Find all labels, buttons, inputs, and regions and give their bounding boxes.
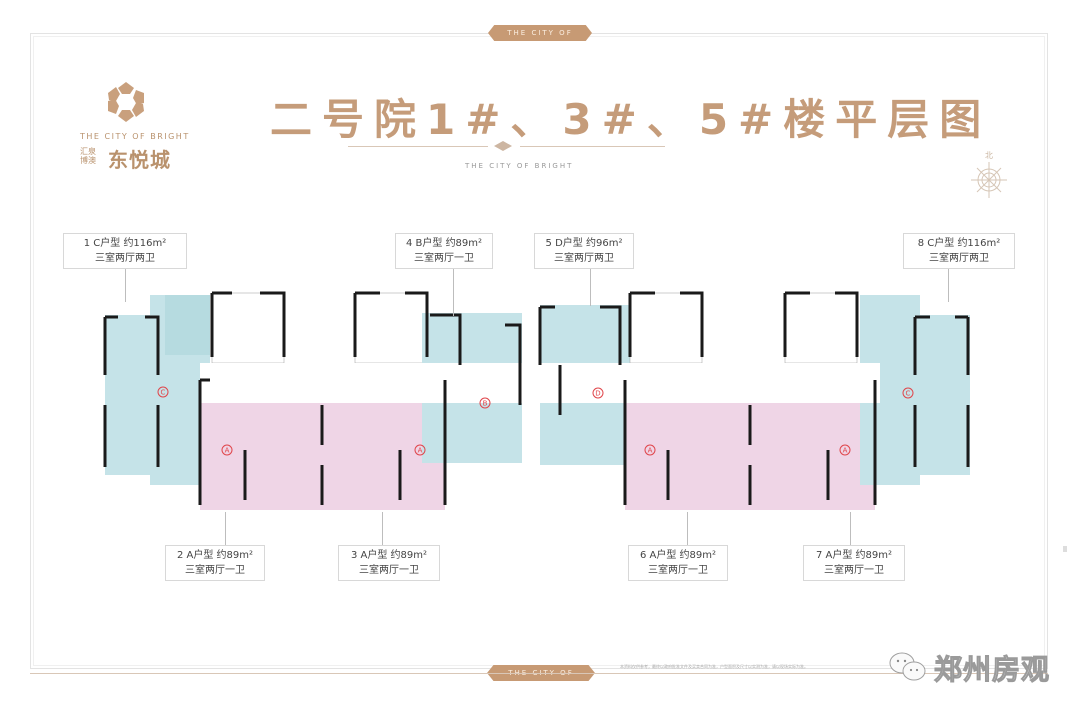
unit-3-layout: 三室两厅一卫 bbox=[359, 565, 419, 576]
unit-2-layout: 三室两厅一卫 bbox=[185, 565, 245, 576]
unit-marker-letter: B bbox=[483, 400, 488, 408]
stair-core-left bbox=[211, 292, 428, 364]
compass-north-label: 北 bbox=[985, 151, 993, 160]
stair-core-right bbox=[629, 292, 858, 364]
logo-developer: 汇泉博澳 bbox=[80, 147, 96, 165]
unit-6-title: 6 A户型 约89m² bbox=[639, 550, 717, 561]
unit-label-3: 3 A户型 约89m² 三室两厅一卫 bbox=[338, 545, 440, 581]
watermark-text: 郑州房观 bbox=[933, 653, 1051, 687]
title-english: THE CITY OF BRIGHT bbox=[465, 162, 574, 170]
unit-4-title: 4 B户型 约89m² bbox=[405, 238, 483, 249]
unit-5-layout: 三室两厅两卫 bbox=[554, 253, 614, 264]
wechat-icon bbox=[889, 652, 926, 681]
unit-8-title: 8 C户型 约116m² bbox=[917, 238, 1001, 249]
unit-label-7: 7 A户型 约89m² 三室两厅一卫 bbox=[803, 545, 905, 581]
floor-plan: C A A B D A A C bbox=[103, 291, 970, 510]
walls bbox=[103, 291, 970, 505]
logo-name: 东悦城 bbox=[108, 148, 171, 172]
watermark: 郑州房观 bbox=[888, 648, 1050, 688]
unit-2-connector bbox=[225, 512, 226, 545]
unit-label-5: 5 D户型 约96m² 三室两厅两卫 bbox=[534, 233, 634, 269]
unit-label-8: 8 C户型 约116m² 三室两厅两卫 bbox=[903, 233, 1015, 269]
unit-marker-letter: A bbox=[225, 447, 230, 455]
disclaimer: 本资料仅供参考，最终以政府批准文件及买卖合同为准，户型面积及尺寸以实测为准，请以… bbox=[620, 664, 808, 669]
unit-label-1: 1 C户型 约116m² 三室两厅两卫 bbox=[63, 233, 187, 269]
unit-label-2: 2 A户型 约89m² 三室两厅一卫 bbox=[165, 545, 265, 581]
unit-3-title: 3 A户型 约89m² bbox=[350, 550, 428, 561]
compass-rose-icon: 北 bbox=[971, 151, 1007, 198]
title-divider-left bbox=[348, 146, 488, 147]
title-divider-right bbox=[520, 146, 665, 147]
unit-6-layout: 三室两厅一卫 bbox=[648, 565, 708, 576]
unit-marker-letter: D bbox=[595, 390, 600, 398]
unit-4-connector bbox=[453, 266, 454, 316]
unit-7-connector bbox=[850, 512, 851, 545]
unit-label-4: 4 B户型 约89m² 三室两厅一卫 bbox=[395, 233, 493, 269]
unit-1-connector bbox=[125, 266, 126, 302]
frame-top-line-left bbox=[30, 33, 488, 34]
unit-1-title: 1 C户型 约116m² bbox=[83, 238, 167, 249]
unit-marker-letter: A bbox=[843, 447, 848, 455]
unit-marker-letter: A bbox=[418, 447, 423, 455]
unit-1-layout: 三室两厅两卫 bbox=[95, 253, 155, 264]
unit-7-title: 7 A户型 约89m² bbox=[815, 550, 893, 561]
title-divider-diamond bbox=[494, 141, 512, 151]
unit-8-layout: 三室两厅两卫 bbox=[929, 253, 989, 264]
bottom-line bbox=[30, 673, 1048, 674]
unit-4-layout: 三室两厅一卫 bbox=[414, 253, 474, 264]
unit-6-connector bbox=[687, 512, 688, 545]
unit-marker-letter: A bbox=[648, 447, 653, 455]
unit-marker-letter: C bbox=[161, 389, 166, 397]
corridor bbox=[200, 363, 880, 403]
unit-7-layout: 三室两厅一卫 bbox=[824, 565, 884, 576]
hexagon-star-logo-icon bbox=[108, 82, 144, 122]
top-ribbon: THE CITY OF BRIGHT bbox=[488, 25, 592, 41]
page-title: 二号院1#、3#、5#楼平层图 bbox=[270, 95, 992, 144]
unit-3-connector bbox=[382, 512, 383, 545]
unit-label-6: 6 A户型 约89m² 三室两厅一卫 bbox=[628, 545, 728, 581]
unit-5-title: 5 D户型 约96m² bbox=[545, 238, 623, 249]
unit-5-connector bbox=[590, 266, 591, 306]
unit-2-title: 2 A户型 约89m² bbox=[176, 550, 254, 561]
unit-markers: C A A B D A A C bbox=[157, 386, 914, 456]
logo-english: THE CITY OF BRIGHT bbox=[80, 132, 190, 141]
unit-marker-letter: C bbox=[906, 390, 911, 398]
edge-mark bbox=[1063, 546, 1067, 552]
unit-8-connector bbox=[948, 266, 949, 302]
